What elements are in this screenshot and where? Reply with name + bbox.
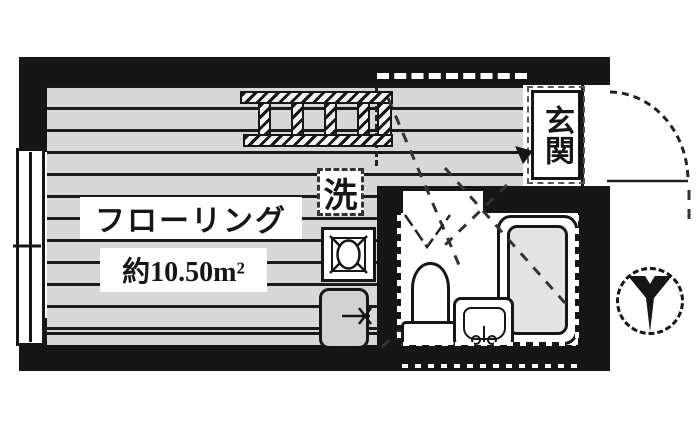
north-arrow-icon bbox=[616, 267, 684, 335]
room-area-label: 約10.50m² bbox=[100, 248, 267, 292]
ladder-rung bbox=[324, 102, 337, 136]
door-swing-arc bbox=[609, 90, 690, 182]
ladder-rung bbox=[357, 102, 370, 136]
loft-outline-left bbox=[375, 88, 378, 166]
ladder-rung bbox=[291, 102, 304, 136]
washer-label: 洗 bbox=[317, 168, 364, 216]
window-center-line bbox=[29, 152, 32, 342]
loft-outline-top bbox=[377, 73, 527, 79]
wall-right bbox=[578, 186, 610, 371]
wall-top bbox=[19, 57, 610, 85]
ladder-rung bbox=[258, 102, 271, 136]
washing-machine-pan-icon bbox=[321, 227, 376, 282]
wall-bottom bbox=[19, 343, 610, 371]
bathroom-wall-left bbox=[377, 186, 403, 345]
bathroom-door-opening bbox=[403, 191, 483, 214]
ladder-rung bbox=[377, 102, 392, 136]
entrance-door-divider bbox=[581, 85, 584, 186]
wall-left-upper bbox=[19, 57, 47, 152]
bathroom-sink-icon bbox=[453, 297, 514, 348]
toilet-tank bbox=[401, 321, 457, 348]
toilet-icon bbox=[411, 262, 450, 330]
bathtub-inner bbox=[507, 225, 568, 335]
loft-ladder-icon bbox=[240, 91, 395, 147]
bathroom-sink-bowl bbox=[463, 307, 506, 340]
washing-machine-pan-inner bbox=[331, 237, 366, 272]
entrance-label: 玄関 bbox=[527, 86, 585, 184]
mini-kitchen-sink-icon bbox=[319, 288, 369, 349]
room-label: フローリング bbox=[80, 197, 302, 239]
